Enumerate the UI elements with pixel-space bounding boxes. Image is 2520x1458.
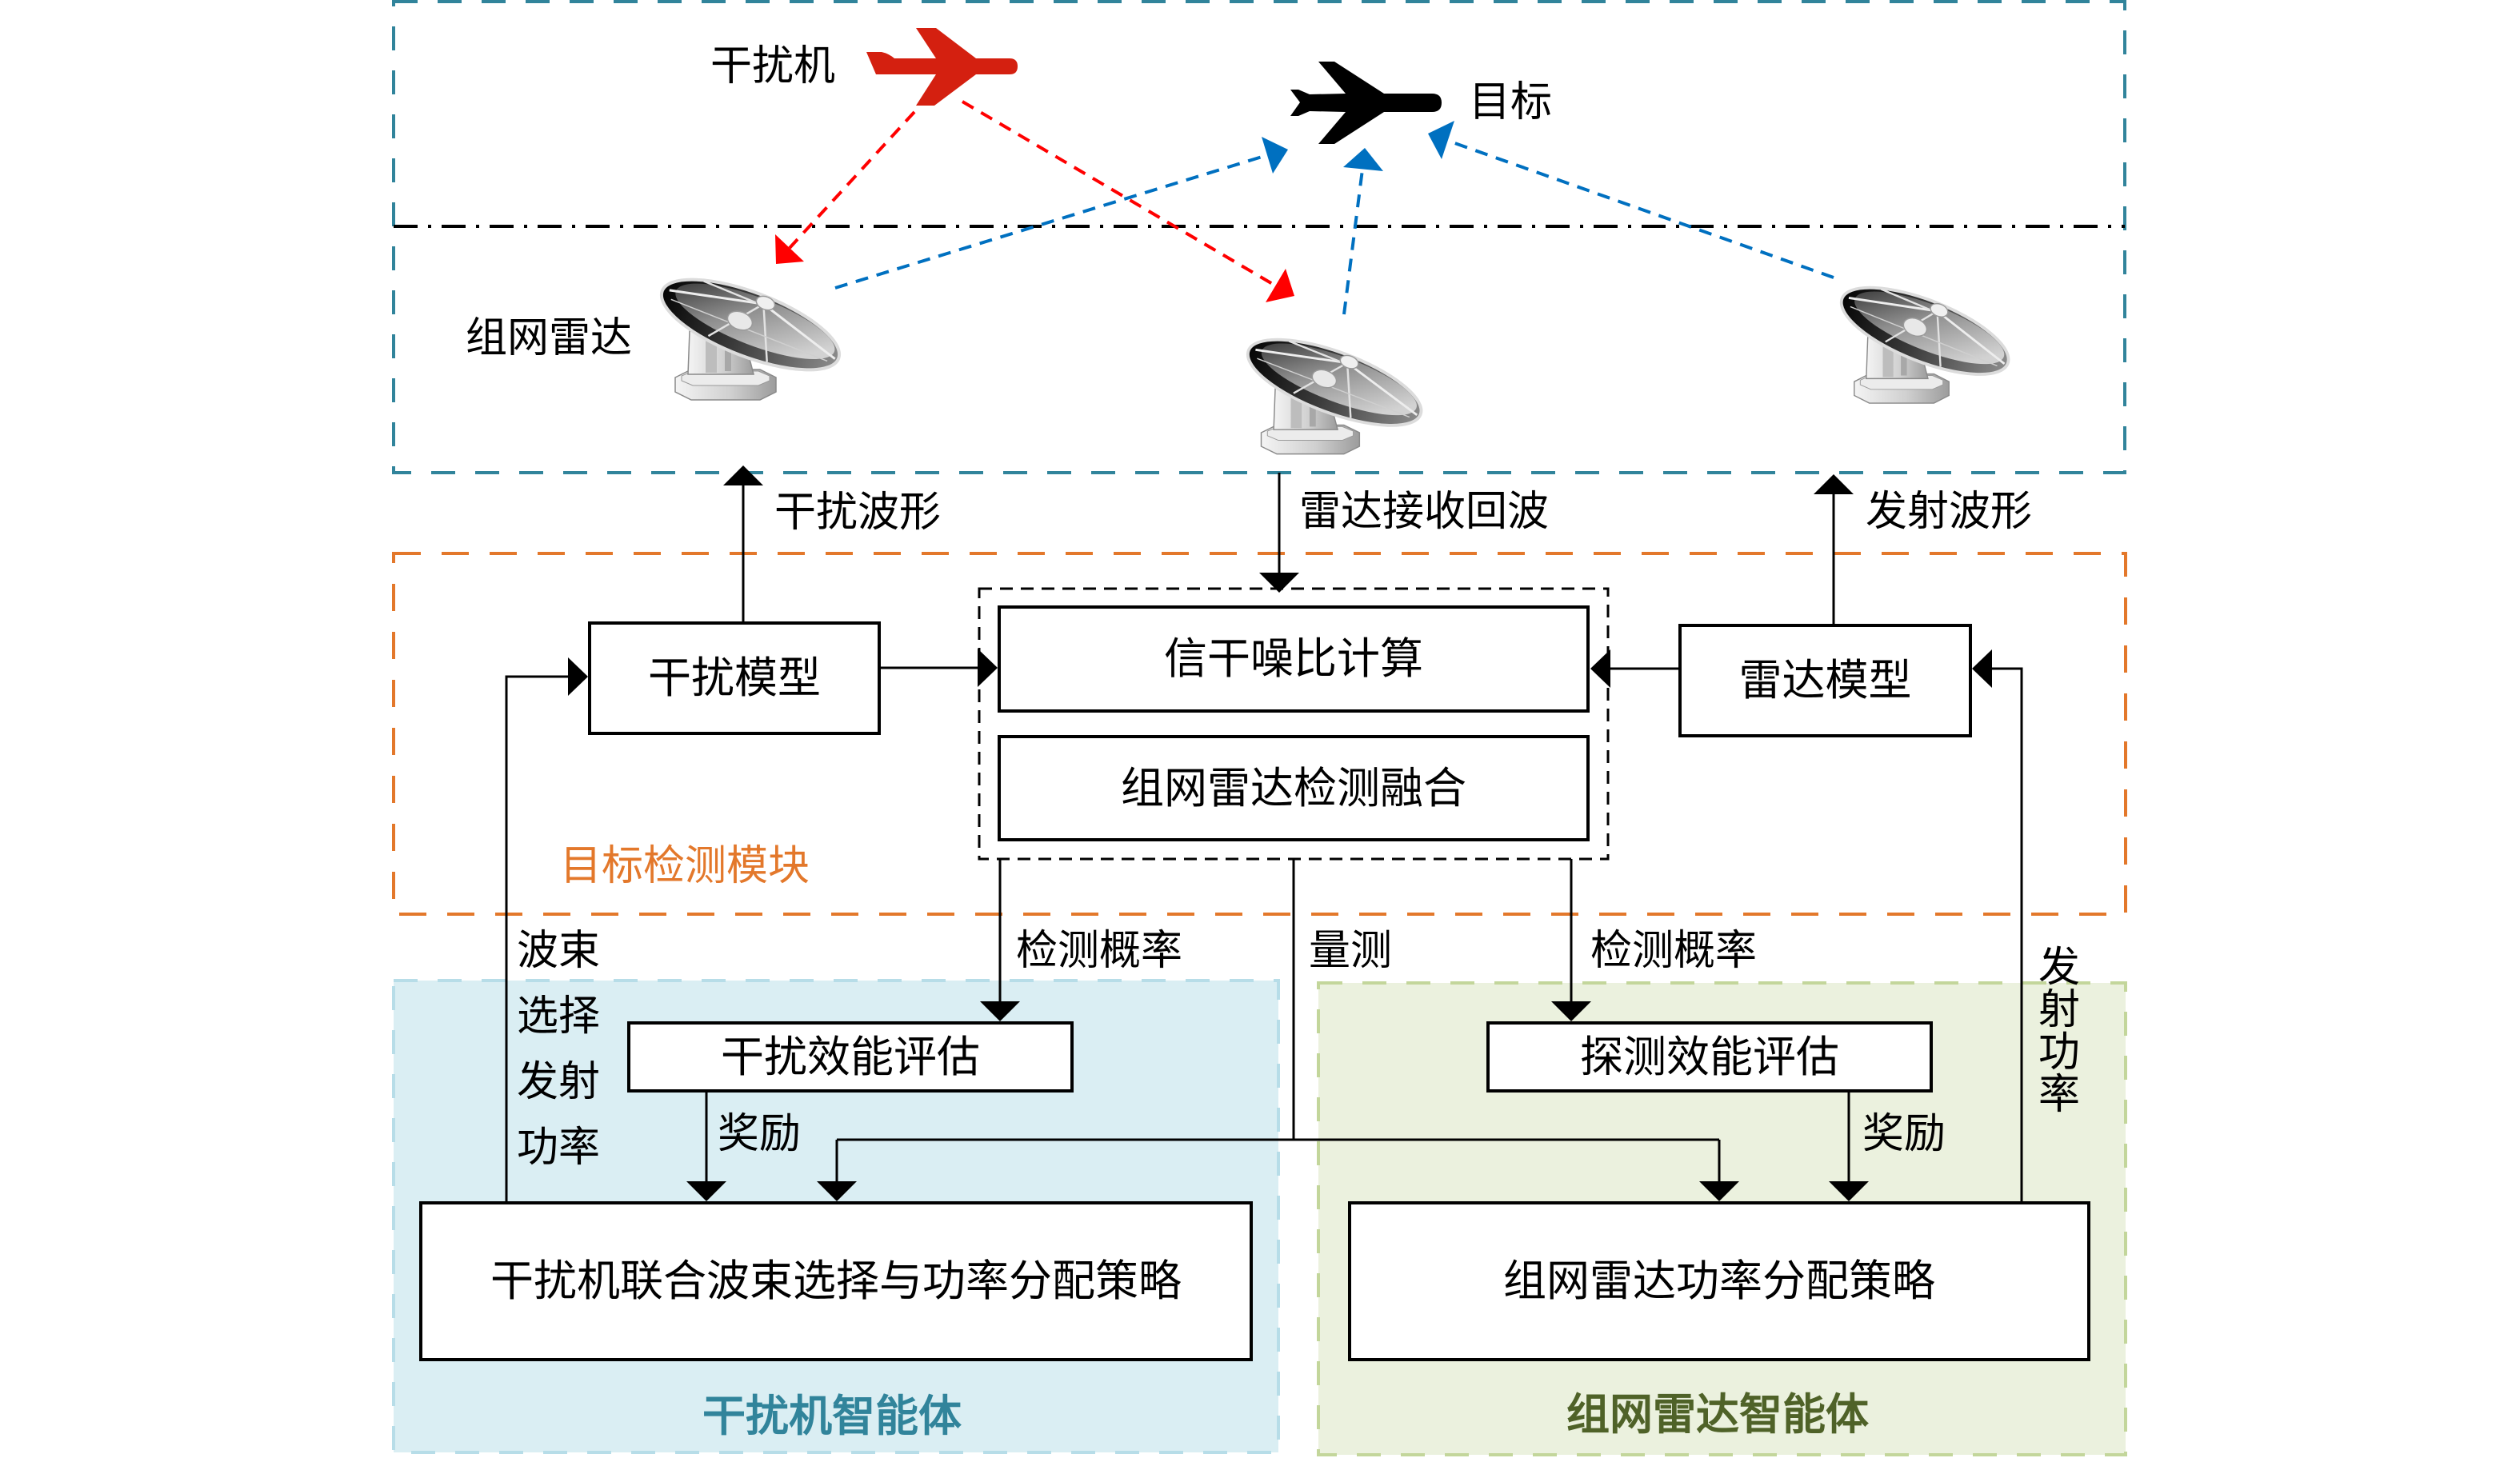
radar-agent-title: 组网雷达智能体	[1566, 1388, 1869, 1440]
radar-policy-label: 组网雷达功率分配策略	[1503, 1256, 1935, 1306]
scene-region	[392, 0, 2126, 474]
arrowhead	[1262, 137, 1288, 174]
detection-evaluation-box: 探测效能评估	[1486, 1021, 1933, 1093]
beam-power-line: 选择	[517, 993, 601, 1041]
detect-prob-left-label: 检测概率	[1016, 927, 1183, 975]
detection-evaluation-label: 探测效能评估	[1580, 1031, 1839, 1082]
arrowhead	[775, 234, 804, 264]
radar-model-box: 雷达模型	[1678, 624, 1972, 737]
radar-echo-label: 雷达接收回波	[1299, 488, 1550, 536]
radar-dish-icon-right	[1830, 268, 2021, 405]
connector-beam-power-feedback	[505, 675, 569, 1201]
netted-radar-label: 组网雷达	[466, 314, 633, 362]
jammer-airplane-icon	[866, 28, 1018, 106]
arrowhead	[1829, 1181, 1869, 1201]
arrowhead	[723, 465, 763, 485]
arrowhead	[1551, 1001, 1591, 1021]
sinr-calc-box: 信干噪比计算	[998, 605, 1590, 713]
jamming-waveform-label: 干扰波形	[774, 489, 942, 537]
transmit-waveform-label: 发射波形	[1866, 488, 2033, 536]
arrowhead	[568, 657, 588, 696]
jamming-model-box: 干扰模型	[588, 621, 881, 735]
arrowhead	[1699, 1181, 1739, 1201]
tx-power-char: 射	[2038, 986, 2081, 1034]
arrowhead	[1259, 573, 1299, 593]
radar-model-label: 雷达模型	[1738, 655, 1912, 705]
detect-prob-right-label: 检测概率	[1590, 927, 1758, 975]
arrowhead	[817, 1181, 857, 1201]
arrowhead	[1343, 148, 1383, 171]
tx-power-char: 功	[2038, 1029, 2081, 1077]
reward-left-label: 奖励	[718, 1110, 802, 1158]
radar-signal-right-to-target	[1447, 139, 1834, 279]
arrowhead	[980, 1001, 1020, 1021]
jamming-signal-to-left-radar	[788, 110, 916, 250]
jamming-model-label: 干扰模型	[648, 653, 821, 703]
tx-power-char: 发	[2038, 944, 2081, 992]
arrowhead	[1590, 649, 1610, 688]
reward-right-label: 奖励	[1862, 1110, 1946, 1158]
detection-fusion-label: 组网雷达检测融合	[1121, 762, 1466, 813]
jammer-agent-title: 干扰机智能体	[702, 1390, 962, 1441]
jammer-policy-label: 干扰机联合波束选择与功率分配策略	[490, 1256, 1182, 1306]
measurement-label: 量测	[1309, 927, 1393, 975]
beam-power-line: 波束	[517, 927, 601, 975]
radar-signal-left-to-target	[834, 154, 1268, 290]
arrowhead	[1814, 474, 1854, 494]
arrowhead	[686, 1181, 726, 1201]
detection-module-title: 目标检测模块	[560, 842, 810, 890]
jamming-signal-to-middle-radar	[961, 100, 1277, 287]
jamming-evaluation-box: 干扰效能评估	[627, 1021, 1074, 1093]
tx-power-label: 发 射 功 率	[2038, 947, 2080, 1116]
jammer-policy-box: 干扰机联合波束选择与功率分配策略	[419, 1201, 1253, 1361]
beam-power-label: 波束 选择 发射 功率	[517, 918, 600, 1180]
beam-power-line: 发射	[517, 1058, 601, 1106]
jammer-label: 干扰机	[710, 42, 836, 90]
beam-power-line: 功率	[517, 1124, 601, 1172]
detection-fusion-box: 组网雷达检测融合	[998, 735, 1590, 841]
arrowhead	[1972, 649, 1992, 688]
radar-policy-box: 组网雷达功率分配策略	[1348, 1201, 2090, 1361]
target-airplane-icon	[1290, 62, 1442, 144]
connector-tx-power-feedback	[1991, 667, 2023, 1201]
arrowhead	[1266, 269, 1294, 302]
radar-dish-icon-left	[649, 259, 852, 401]
arrowhead	[978, 649, 998, 687]
sinr-calc-label: 信干噪比计算	[1164, 633, 1423, 684]
detection-module-region	[392, 552, 2127, 916]
radar-dish-icon-middle	[1235, 320, 1434, 456]
target-label: 目标	[1469, 78, 1553, 126]
tx-power-char: 率	[2038, 1071, 2081, 1119]
radar-signal-middle-to-target	[1342, 169, 1364, 315]
arrowhead	[1428, 121, 1454, 159]
jamming-evaluation-label: 干扰效能评估	[721, 1031, 980, 1082]
